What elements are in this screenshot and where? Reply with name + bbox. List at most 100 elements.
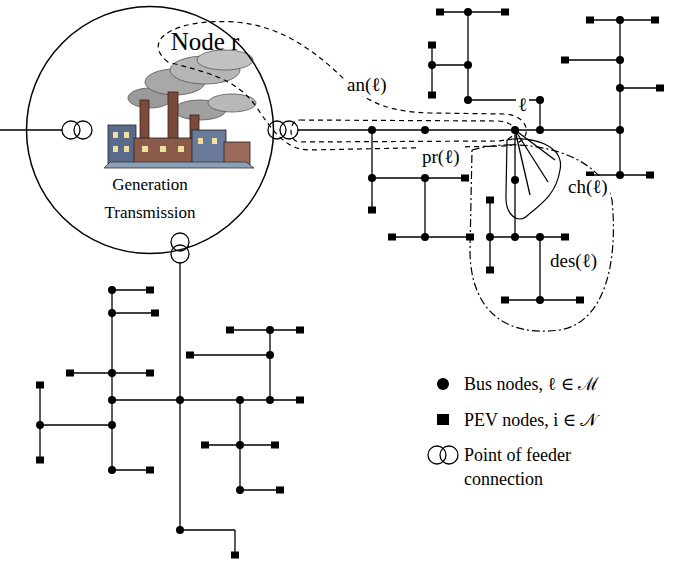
bus-node (464, 8, 472, 16)
bus-node (616, 84, 624, 92)
pev-node (276, 487, 284, 494)
feeder-line (619, 130, 620, 175)
feeder-lines (0, 8, 664, 559)
descendant-outline (470, 145, 613, 331)
bus-node (421, 233, 429, 241)
feeder-line (112, 312, 155, 313)
transformer-symbol (62, 121, 92, 139)
feeder-line (40, 424, 112, 425)
bus-node (421, 174, 429, 182)
pev-node (576, 297, 584, 304)
pev-node (651, 17, 659, 24)
bus-node (616, 126, 624, 134)
bus-node (616, 171, 624, 179)
bus-node (236, 396, 244, 404)
legend-bus-sample (437, 378, 449, 390)
pev-node (368, 207, 376, 214)
feeder-line (424, 178, 425, 237)
feeder-line (190, 354, 270, 355)
feeder-line (371, 130, 372, 210)
bus-node (536, 96, 544, 104)
bus-node (536, 233, 544, 241)
pev-node (231, 552, 239, 559)
feeder-line (372, 177, 465, 178)
source-circle: Node r Generation Transmission (25, 5, 275, 255)
pev-node (646, 172, 654, 179)
pev-node (428, 92, 436, 99)
bus-node (266, 351, 274, 359)
children-outline (506, 139, 561, 219)
bus-node (176, 396, 184, 404)
pev-node (501, 297, 509, 304)
pev-node (146, 287, 154, 294)
bus-node (108, 466, 116, 474)
feeder-line (620, 87, 660, 88)
pev-node (586, 17, 594, 24)
feeder-line (432, 64, 468, 65)
pev-node (656, 85, 664, 92)
feeder-line (440, 11, 505, 12)
pev-node (486, 197, 494, 204)
bus-node (486, 233, 494, 241)
bus-node (511, 233, 519, 241)
bus-node (236, 441, 244, 449)
bus-node (536, 126, 544, 134)
pev-node (561, 57, 569, 64)
legend-text: PEV nodes, i ∈ 𝒩 (464, 408, 664, 432)
feeder-line (234, 530, 235, 555)
node-title: Node r (145, 27, 265, 57)
feeder-line (539, 100, 540, 130)
factory-illustration (104, 50, 256, 168)
transformer-coil (280, 121, 298, 139)
feeder-line (539, 237, 540, 300)
bus-node (108, 286, 116, 294)
pev-node (561, 234, 569, 241)
legend-text: Bus nodes, ℓ ∈ ℳ (464, 372, 664, 396)
pev-node (226, 327, 234, 334)
pev-node (271, 442, 279, 449)
pev-node (36, 457, 44, 464)
bus-node (368, 174, 376, 182)
set-label: des(ℓ) (548, 250, 599, 272)
pev-node (146, 370, 154, 377)
feeder-line (112, 469, 150, 470)
feeder-line (468, 99, 540, 100)
feeder-line (112, 289, 150, 290)
bus-node (511, 176, 519, 184)
pev-node (461, 175, 469, 182)
bus-node (236, 486, 244, 494)
pev-node (388, 234, 396, 241)
bus-node (421, 126, 429, 134)
bus-node (428, 61, 436, 69)
pev-node (66, 370, 74, 377)
bus-node (108, 369, 116, 377)
bus-node (616, 16, 624, 24)
region-outlines (158, 22, 613, 332)
legend-pev-sample (437, 414, 449, 425)
transformer-symbol (428, 446, 458, 464)
bus-node (266, 326, 274, 334)
legend-samples (428, 378, 458, 464)
feeder-line (0, 129, 62, 130)
bus-node (464, 96, 472, 104)
bus-node (36, 421, 44, 429)
bus-node (616, 56, 624, 64)
pev-node (186, 352, 194, 359)
pev-node (436, 9, 444, 16)
set-label: ch(ℓ) (566, 176, 610, 198)
bus-node (176, 526, 184, 534)
circle-border (27, 7, 274, 254)
pev-node (486, 267, 494, 274)
legend-text: Point of feeder connection (464, 443, 614, 491)
pev-node (296, 397, 304, 404)
pev-node (428, 42, 436, 49)
feeder-line (490, 236, 565, 237)
transformer-coil (74, 121, 92, 139)
node-caption: Generation Transmission (85, 171, 215, 227)
feeder-line (240, 489, 280, 490)
feeder-line (515, 130, 548, 182)
pev-node (296, 327, 304, 334)
transformer-coil (440, 446, 458, 464)
